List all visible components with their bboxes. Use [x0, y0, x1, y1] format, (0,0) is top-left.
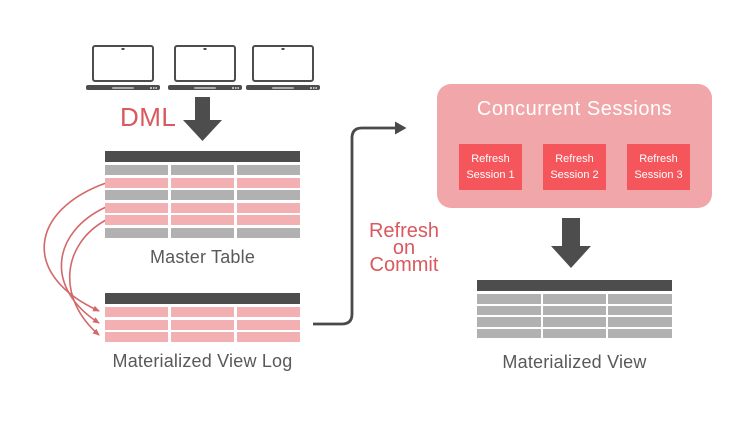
table-cell-pink	[236, 202, 300, 213]
laptop-screen	[92, 45, 154, 82]
session-buttons-row: Refresh Session 1 Refresh Session 2 Refr…	[459, 144, 690, 190]
table-cell-gray	[105, 190, 169, 200]
table-cell-pink	[105, 215, 169, 225]
table-cell-gray	[542, 305, 607, 315]
table-cell-gray	[170, 227, 235, 238]
table-cell-gray	[542, 317, 607, 327]
laptop-base-notch	[112, 86, 134, 89]
dml-label: DML	[120, 102, 177, 132]
refresh-session-2-button[interactable]: Refresh Session 2	[543, 144, 606, 190]
materialized-view-log-table	[105, 293, 300, 342]
laptop-base	[168, 85, 242, 90]
table-cell-pink	[105, 307, 169, 317]
laptop-screen	[174, 45, 236, 82]
table-cell-gray	[608, 294, 672, 304]
log-curve-arrow-3	[68, 219, 107, 336]
table-cell-pink	[170, 202, 235, 213]
table-cell-gray	[105, 227, 169, 238]
laptop-icon	[246, 45, 320, 90]
concurrent-sessions-title: Concurrent Sessions	[476, 98, 673, 120]
refresh-connector-arrowhead	[395, 121, 407, 135]
table-cell-gray	[608, 317, 672, 327]
refresh-on-commit-label: Refresh on Commit	[343, 220, 465, 276]
table-cell-gray	[236, 227, 300, 238]
laptop-camera-dot	[281, 47, 285, 50]
materialized-view-log-label: Materialized View Log	[112, 351, 293, 371]
master-table-header	[105, 151, 300, 162]
dml-down-arrow	[183, 97, 222, 141]
table-cell-gray	[236, 165, 300, 175]
materialized-view-label: Materialized View	[502, 352, 647, 372]
laptop-base-notch	[194, 86, 216, 89]
table-cell-pink	[236, 307, 300, 317]
table-cell-gray	[477, 294, 541, 304]
table-cell-pink	[105, 332, 169, 342]
laptop-base	[246, 85, 320, 90]
refresh-connector-line	[313, 126, 395, 326]
table-cell-gray	[542, 328, 607, 338]
table-cell-pink	[105, 202, 169, 213]
table-cell-pink	[105, 319, 169, 330]
refresh-on-commit-line: Commit	[369, 254, 439, 276]
table-cell-gray	[477, 328, 541, 338]
table-cell-gray	[542, 294, 607, 304]
refresh-on-commit-line: Refresh	[368, 220, 440, 242]
laptop-base-notch	[272, 86, 294, 89]
refresh-down-arrow	[551, 218, 591, 268]
table-cell-pink	[105, 177, 169, 188]
table-cell-pink	[236, 215, 300, 225]
laptop-screen	[252, 45, 314, 82]
concurrent-sessions-panel: Concurrent Sessions Refresh Session 1 Re…	[437, 84, 712, 208]
table-cell-gray	[477, 317, 541, 327]
table-cell-gray	[170, 190, 235, 200]
refresh-session-1-button[interactable]: Refresh Session 1	[459, 144, 522, 190]
materialized-view-body	[477, 294, 672, 338]
table-cell-pink	[170, 319, 235, 330]
master-table-body	[105, 165, 300, 238]
refresh-on-commit-line: on	[392, 237, 416, 259]
table-cell-pink	[170, 332, 235, 342]
refresh-session-3-button[interactable]: Refresh Session 3	[627, 144, 690, 190]
table-cell-gray	[170, 165, 235, 175]
laptop-camera-dot	[121, 47, 125, 50]
table-cell-pink	[236, 319, 300, 330]
table-cell-pink	[236, 177, 300, 188]
laptop-base	[86, 85, 160, 90]
table-cell-pink	[170, 177, 235, 188]
log-curve-arrow-1	[43, 182, 107, 312]
laptop-camera-dot	[203, 47, 207, 50]
table-cell-pink	[170, 307, 235, 317]
mv-log-body	[105, 307, 300, 342]
laptop-icon	[168, 45, 242, 90]
table-cell-pink	[170, 215, 235, 225]
mv-log-header	[105, 293, 300, 304]
table-cell-gray	[105, 165, 169, 175]
table-cell-pink	[236, 332, 300, 342]
master-table	[105, 151, 300, 238]
master-table-label: Master Table	[149, 247, 256, 267]
table-cell-gray	[608, 305, 672, 315]
materialized-view-table	[477, 280, 672, 338]
log-curve-arrow-2	[60, 206, 107, 324]
materialized-view-header	[477, 280, 672, 291]
table-cell-gray	[236, 190, 300, 200]
table-cell-gray	[477, 305, 541, 315]
laptop-icon	[86, 45, 160, 90]
table-cell-gray	[608, 328, 672, 338]
